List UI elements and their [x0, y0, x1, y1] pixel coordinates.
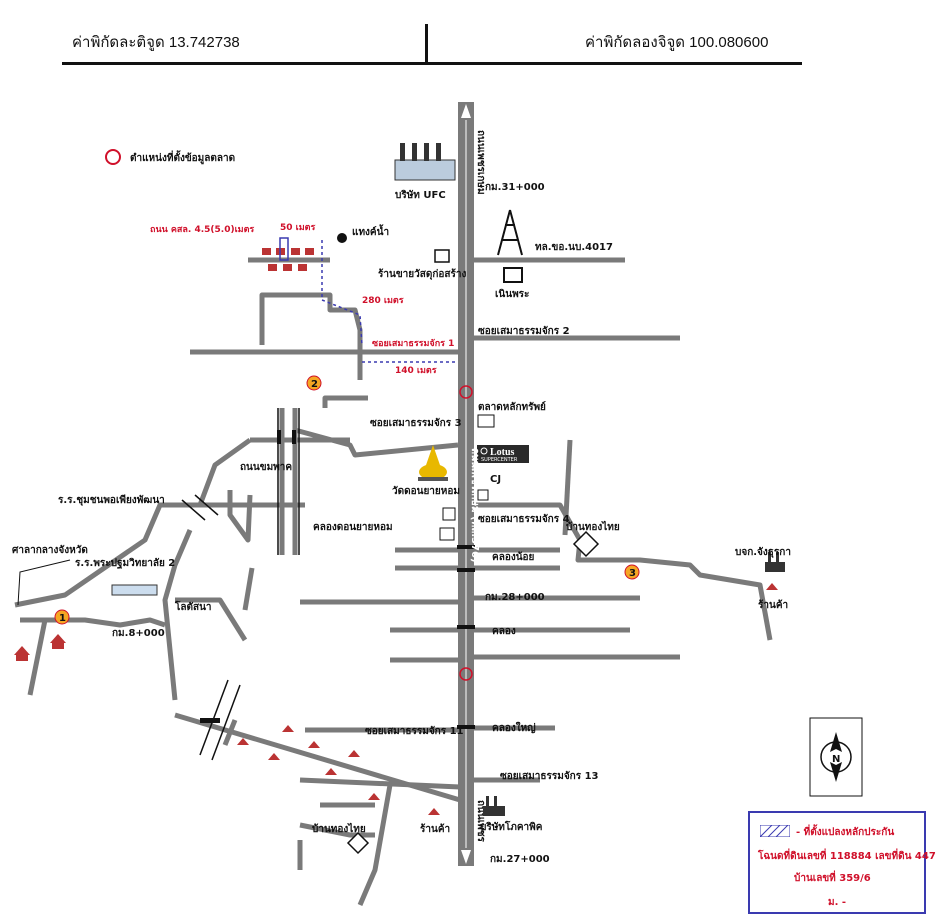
company-bottom-icon: [483, 796, 505, 816]
header-rule: [62, 62, 802, 65]
wat-label: วัดดอนยายหอม: [392, 485, 460, 497]
noen-phra-icon: [503, 267, 523, 283]
tower-label: ทล.ขอ.นบ.4017: [535, 242, 613, 253]
km28-label: กม.28+000: [485, 592, 545, 603]
court-label: ศาลากลางจังหวัด: [12, 544, 88, 556]
main-road-mid-label: ถนนเพชรเกษม (ทล.376): [469, 448, 480, 563]
market-legend-icon: [105, 149, 121, 165]
header-divider: [425, 24, 428, 62]
market-lak-sap-label: ตลาดหลักทรัพย์: [478, 401, 546, 413]
soi1-label: ซอยเสมาธรรมจักร 1: [372, 338, 454, 349]
km-markers: [459, 385, 473, 681]
tha-phraya-label: ถนนขมพาค: [240, 462, 292, 473]
tower-icon: [497, 209, 523, 256]
construction-shop-label: ร้านขายวัสดุก่อสร้าง: [378, 268, 466, 280]
seven-eleven-icon: [477, 489, 489, 501]
latitude-label: ค่าพิกัดละติจูด 13.742738: [72, 34, 240, 51]
temple-icon: [418, 445, 448, 481]
khlong-mid-label: คลอง: [492, 626, 516, 637]
deed-label: โฉนดที่ดินเลขที่ 118884 เลขที่ดิน 447: [758, 851, 936, 862]
km8-label: กม.8+000: [112, 628, 165, 639]
noen-phra-label: เนินพระ: [495, 288, 529, 300]
km31-label: กม.31+000: [485, 182, 545, 193]
shop-bottom-label: ร้านค้า: [420, 823, 450, 835]
houses-left: [14, 634, 66, 661]
soi3-label: ซอยเสมาธรรมจักร 3: [370, 417, 462, 429]
svg-text:2: 2: [311, 379, 318, 390]
ufc-factory-icon: [394, 143, 456, 181]
ban-thongthai-bottom-label: บ้านทองไทย: [312, 822, 366, 835]
khlong-don-yai-hom-label: คลองดอนยายหอม: [313, 522, 393, 533]
svg-text:1: 1: [59, 613, 66, 624]
bridge-marks: [200, 430, 475, 729]
subject-parcel-icon: [279, 237, 289, 261]
khlong-yai-label: คลองใหญ่: [492, 721, 536, 734]
market-legend-label: ตำแหน่งที่ตั้งข้อมูลตลาด: [130, 150, 235, 165]
soi2-label: ซอยเสมาธรรมจักร 2: [478, 325, 570, 337]
shop-right-icon: [766, 583, 778, 590]
company-right-label: บจก.จังธุรกา: [735, 546, 791, 558]
gas-station-icon: [439, 507, 456, 541]
svg-text:N: N: [832, 754, 840, 765]
school2-icon: [111, 584, 158, 596]
svg-text:SUPERCENTER: SUPERCENTER: [481, 457, 518, 463]
main-road-top-label: ถนนเพชรเกษม: [475, 130, 486, 195]
construction-shop-icon: [434, 249, 450, 263]
km27-label: กม.27+000: [490, 854, 550, 865]
lotus-logo: Lotus SUPERCENTER: [477, 445, 529, 463]
road-width-label: ถนน คสล. 4.5(5.0)เมตร: [150, 225, 254, 235]
ban-thongthai-bottom-icon: [346, 831, 370, 855]
main-road-bottom-label: ถนนเพชร: [475, 800, 486, 843]
dist-140-label: 140 เมตร: [395, 366, 437, 376]
khlong-noi-label: คลองน้อย: [492, 551, 535, 563]
shop-right-label: ร้านค้า: [758, 599, 788, 611]
market-pin-3: 3: [624, 564, 640, 580]
school-label: ร.ร.ชุมชนพอเพียงพัฒนา: [58, 494, 165, 506]
dist-280-label: 280 เมตร: [362, 296, 404, 306]
house-no-label: บ้านเลขที่ 359/6: [794, 873, 871, 884]
water-tank-icon: [337, 233, 347, 243]
market-pin-1: 1: [54, 609, 70, 625]
parcel-legend-label: - ที่ตั้งแปลงหลักประกัน: [796, 827, 895, 838]
ban-thongthai-right-icon: [572, 530, 600, 558]
parcel-legend: - ที่ตั้งแปลงหลักประกัน โฉนดที่ดินเลขที่…: [748, 811, 936, 914]
svg-text:3: 3: [629, 568, 636, 579]
longitude-label: ค่าพิกัดลองจิจูด 100.080600: [585, 34, 769, 51]
company-bottom-label: บริษัทโภคาพิค: [480, 820, 543, 833]
svg-text:Lotus: Lotus: [490, 447, 515, 458]
dist-50-label: 50 เมตร: [280, 223, 316, 233]
ban-thongthai-right-label: บ้านทองไทย: [566, 520, 620, 533]
parcel-hatch-icon: [760, 825, 790, 837]
cj-label: CJ: [490, 474, 501, 485]
market-pin-2: 2: [306, 375, 322, 391]
soi11-label: ซอยเสมาธรรมจักร 11: [365, 725, 464, 737]
water-tank-label: แทงค์น้ำ: [352, 224, 389, 238]
soi4-label: ซอยเสมาธรรมจักร 4: [478, 513, 570, 525]
houses-bottom: [237, 725, 440, 815]
school2-label: ร.ร.พระปฐมวิทยาลัย 2: [75, 557, 175, 569]
soi13-label: ซอยเสมาธรรมจักร 13: [500, 770, 599, 782]
court-leader-line: [17, 559, 71, 606]
lotus-small-label: โลตัสนา: [174, 600, 212, 613]
road-network: [14, 257, 773, 906]
compass-icon: N: [809, 717, 863, 797]
moo-label: ม. -: [828, 897, 847, 908]
company-right-icon: [765, 552, 785, 572]
ufc-label: บริษัท UFC: [395, 189, 446, 201]
market-lak-sap-icon: [477, 414, 495, 428]
route-dashed-line: [321, 240, 363, 346]
